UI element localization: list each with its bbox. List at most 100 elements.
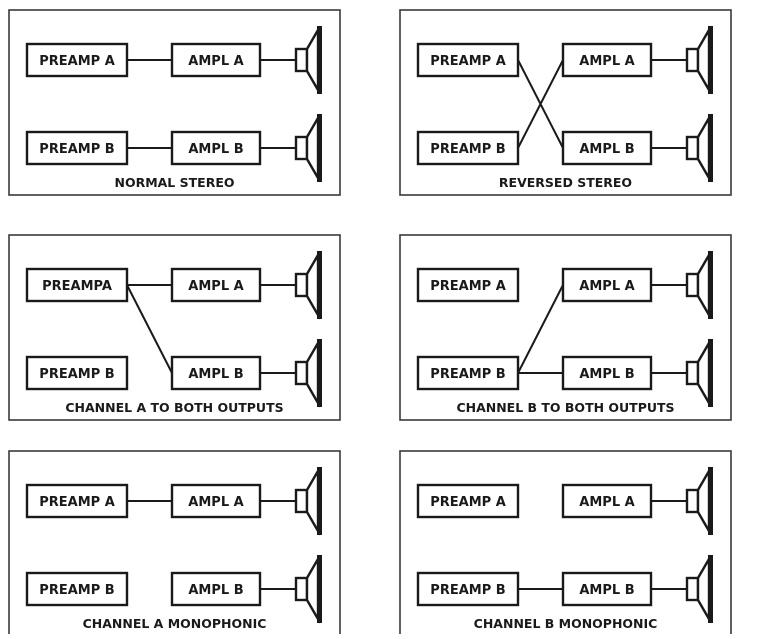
- preamp-a-block-label: PREAMP A: [430, 279, 506, 294]
- speaker-b-icon-rim: [317, 114, 322, 182]
- preamp-b-block-label: PREAMP B: [430, 367, 505, 382]
- preamp-a-block-box: [25, 267, 129, 303]
- speaker-a-icon-cone: [696, 250, 711, 320]
- speaker-b-icon-magnet: [685, 360, 700, 386]
- preamp-b-block-label: PREAMP B: [430, 142, 505, 157]
- speaker-b-icon-magnet: [685, 135, 700, 161]
- preamp-b-block-box: [25, 571, 129, 607]
- panel-5: PREAMP A PREAMP B AMPL A AMPL B CHANNEL A MO…: [8, 450, 341, 637]
- preamp-b-block: PREAMP B: [25, 355, 129, 391]
- speaker-b-icon-cone: [696, 554, 711, 624]
- preamp-b-block-box: [416, 571, 520, 607]
- speaker-a-icon-cone: [305, 250, 320, 320]
- speaker-b-icon-rim: [317, 339, 322, 407]
- speaker-a-icon-magnet: [685, 488, 700, 514]
- speaker-a-icon-cone: [305, 466, 320, 536]
- preamp-a-block-box: [25, 483, 129, 519]
- ampl-b-block: AMPL B: [561, 130, 653, 166]
- speaker-b-icon: [294, 338, 322, 408]
- panel-caption: CHANNEL B TO BOTH OUTPUTS: [456, 400, 674, 415]
- preamp-a-block: PREAMP A: [416, 483, 520, 519]
- preamp-b-block: PREAMP B: [25, 130, 129, 166]
- speaker-b-icon-cone: [305, 338, 320, 408]
- preamp-b-block-label: PREAMP B: [430, 583, 505, 598]
- panel-caption: CHANNEL A TO BOTH OUTPUTS: [65, 400, 283, 415]
- speaker-a-icon-magnet: [685, 47, 700, 73]
- panel-caption: CHANNEL A MONOPHONIC: [83, 616, 267, 631]
- ampl-b-block: AMPL B: [170, 571, 262, 607]
- ampl-a-block-box: [561, 267, 653, 303]
- speaker-b-icon-rim: [317, 555, 322, 623]
- preamp-a-block: PREAMP A: [25, 42, 129, 78]
- preamp-a-block-box: [416, 483, 520, 519]
- speaker-a-icon-cone: [696, 25, 711, 95]
- preamp-b-block: PREAMP B: [25, 571, 129, 607]
- ampl-b-block-box: [561, 355, 653, 391]
- preamp-a-block: PREAMPA: [25, 267, 129, 303]
- ampl-a-block: AMPL A: [170, 483, 262, 519]
- panel-caption: CHANNEL B MONOPHONIC: [474, 616, 658, 631]
- ampl-a-block-box: [170, 267, 262, 303]
- panel-frame: [8, 234, 341, 421]
- preamp-a-block-label: PREAMP A: [430, 495, 506, 510]
- ampl-a-block-box: [170, 483, 262, 519]
- speaker-a-icon-magnet: [294, 47, 309, 73]
- speaker-a-icon-magnet: [294, 272, 309, 298]
- preamp-b-block-label: PREAMP B: [39, 367, 114, 382]
- ampl-a-block-label: AMPL A: [188, 279, 243, 294]
- ampl-a-block: AMPL A: [561, 483, 653, 519]
- speaker-b-icon-magnet: [294, 360, 309, 386]
- ampl-a-block-label: AMPL A: [188, 495, 243, 510]
- preamp-b-block-label: PREAMP B: [39, 583, 114, 598]
- preamp-b-block-box: [25, 130, 129, 166]
- speaker-a-icon: [685, 250, 713, 320]
- speaker-a-icon: [685, 25, 713, 95]
- speaker-b-icon-rim: [708, 555, 713, 623]
- ampl-b-block-box: [170, 355, 262, 391]
- preamp-b-block-label: PREAMP B: [39, 142, 114, 157]
- preamp-a-block-label: PREAMP A: [430, 54, 506, 69]
- ampl-b-block-label: AMPL B: [188, 367, 243, 382]
- speaker-b-icon-rim: [708, 114, 713, 182]
- wire-preamp-b-to-ampl-a: [517, 59, 564, 149]
- speaker-b-icon: [685, 338, 713, 408]
- ampl-b-block-box: [561, 130, 653, 166]
- ampl-b-block-label: AMPL B: [188, 142, 243, 157]
- speaker-b-icon-cone: [305, 554, 320, 624]
- ampl-a-block-box: [561, 42, 653, 78]
- speaker-a-icon-cone: [696, 466, 711, 536]
- ampl-a-block-label: AMPL A: [579, 495, 634, 510]
- panel-caption: REVERSED STEREO: [499, 175, 632, 190]
- speaker-b-icon-cone: [696, 338, 711, 408]
- ampl-a-block-label: AMPL A: [188, 54, 243, 69]
- preamp-b-block-box: [416, 355, 520, 391]
- ampl-b-block: AMPL B: [561, 571, 653, 607]
- preamp-b-block: PREAMP B: [416, 571, 520, 607]
- preamp-b-block: PREAMP B: [416, 355, 520, 391]
- ampl-b-block-label: AMPL B: [188, 583, 243, 598]
- panel-frame: [399, 450, 732, 637]
- wire-preamp-b-to-ampl-a: [517, 284, 564, 374]
- panel-frame: [399, 234, 732, 421]
- speaker-b-icon: [294, 113, 322, 183]
- speaker-a-icon-magnet: [685, 272, 700, 298]
- speaker-b-icon-magnet: [685, 576, 700, 602]
- ampl-b-block-box: [170, 571, 262, 607]
- preamp-a-block: PREAMP A: [25, 483, 129, 519]
- speaker-a-icon: [685, 466, 713, 536]
- panel-frame: [399, 9, 732, 196]
- ampl-a-block: AMPL A: [170, 267, 262, 303]
- ampl-a-block-label: AMPL A: [579, 54, 634, 69]
- ampl-b-block-label: AMPL B: [579, 583, 634, 598]
- ampl-b-block-box: [170, 130, 262, 166]
- speaker-a-icon: [294, 250, 322, 320]
- speaker-b-icon: [685, 113, 713, 183]
- ampl-a-block-box: [170, 42, 262, 78]
- ampl-a-block: AMPL A: [170, 42, 262, 78]
- preamp-a-block: PREAMP A: [416, 267, 520, 303]
- ampl-b-block-label: AMPL B: [579, 367, 634, 382]
- ampl-a-block-box: [561, 483, 653, 519]
- panel-frame: [8, 9, 341, 196]
- preamp-a-block-box: [416, 267, 520, 303]
- panel-frame: [8, 450, 341, 637]
